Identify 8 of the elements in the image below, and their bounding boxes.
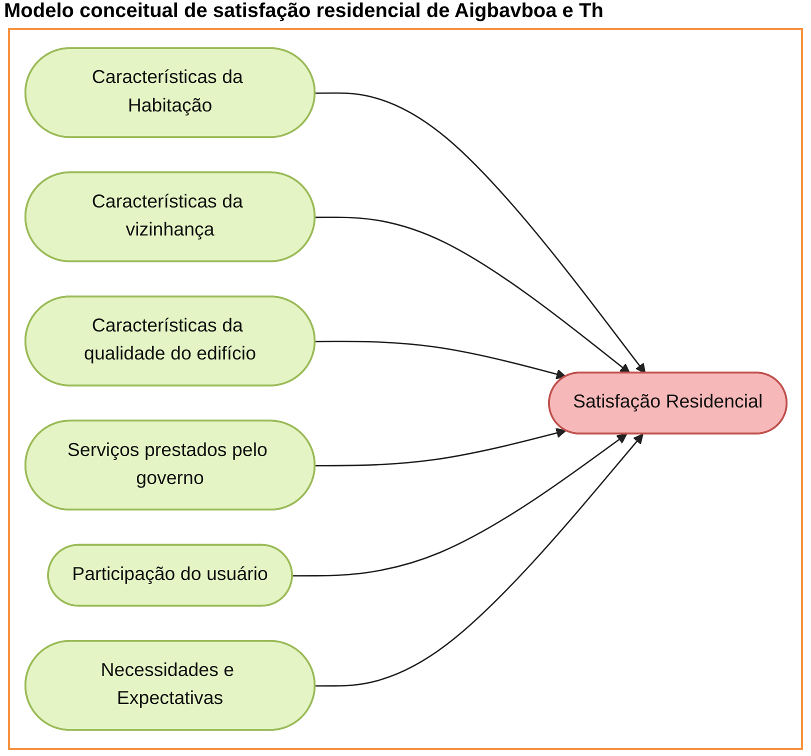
arrow	[314, 216, 630, 374]
arrow	[314, 434, 643, 687]
arrow	[292, 434, 627, 577]
arrow	[314, 92, 646, 374]
arrow	[314, 428, 566, 466]
title: Modelo conceitual de satisfação residencial de Aigbavboa e Th	[3, 0, 604, 24]
frame-border: Características da Habitação Características da vizinhança Características da qualidade do edifício Serviços prestados pelo governo Participação do usuário Necessidades e Expectativas Satisfação Residencial	[8, 28, 803, 750]
arrow	[314, 340, 566, 380]
